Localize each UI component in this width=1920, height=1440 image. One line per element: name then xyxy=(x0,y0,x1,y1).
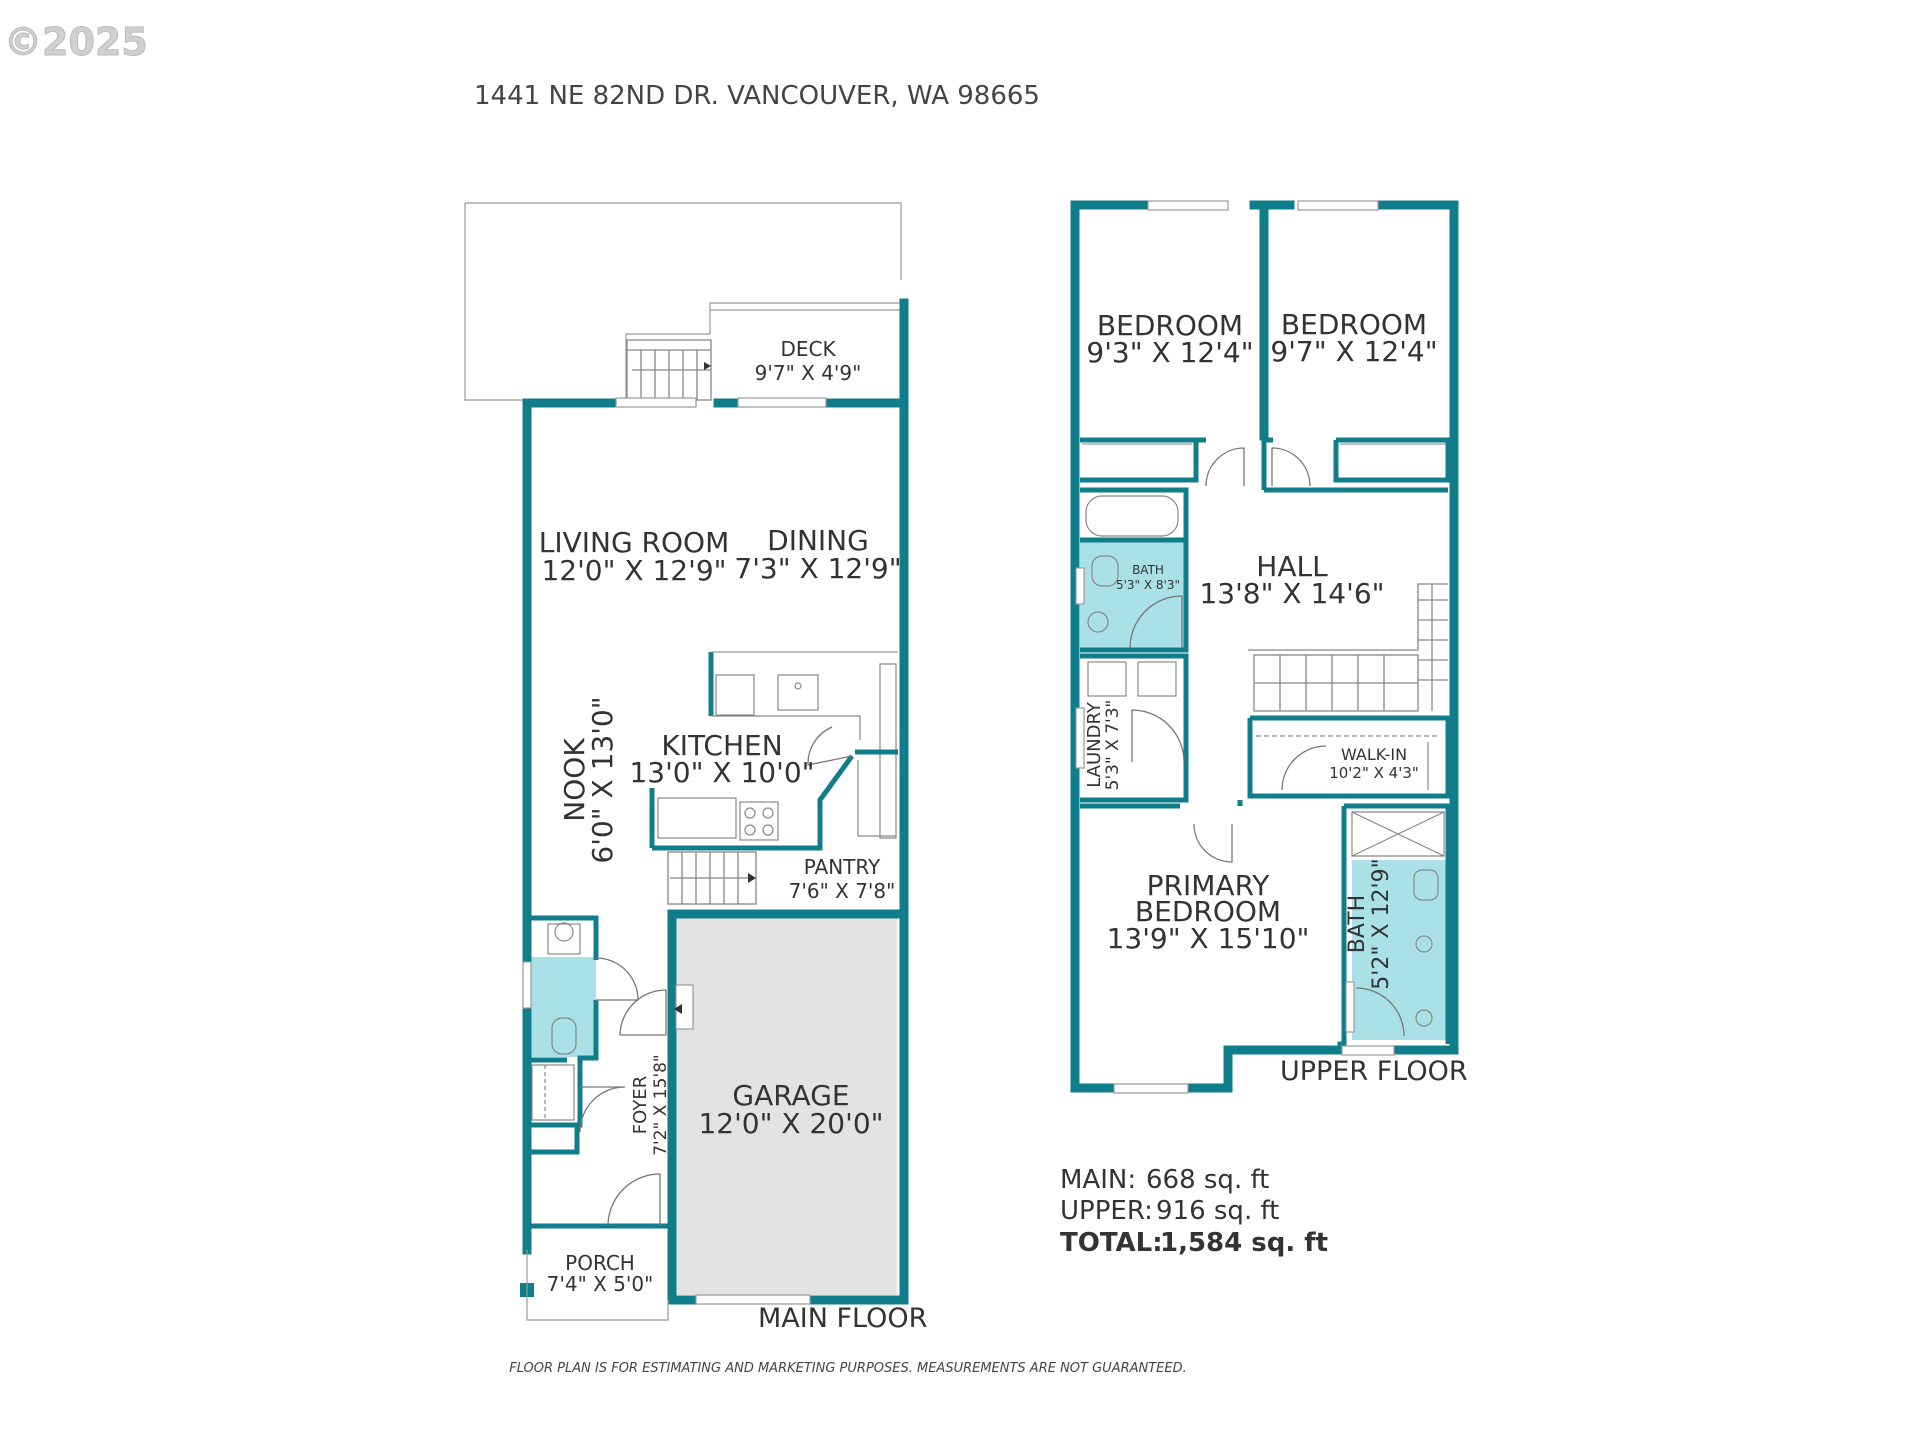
garage-label: GARAGE xyxy=(732,1079,849,1112)
bedroom-1-dimensions: 9'3" X 12'4" xyxy=(1086,336,1253,369)
dining-label: DINING xyxy=(767,524,869,557)
main-floor-label: MAIN FLOOR xyxy=(758,1303,927,1334)
foyer-dimensions: 7'2" X 15'8" xyxy=(651,1054,671,1156)
hall-bath-dimensions: 5'3" X 8'3" xyxy=(1116,578,1180,592)
upper-stairs xyxy=(1248,583,1448,712)
total-area-value: 1,584 sq. ft xyxy=(1160,1228,1328,1258)
bedroom-2-dimensions: 9'7" X 12'4" xyxy=(1270,335,1437,368)
nook-dimensions: 6'0" X 13'0" xyxy=(586,696,619,863)
copyright-watermark: ©2025 xyxy=(4,20,148,64)
bedroom-2-label: BEDROOM xyxy=(1281,308,1427,341)
dining-dimensions: 7'3" X 12'9" xyxy=(734,552,901,585)
main-floor xyxy=(464,202,909,1321)
pantry-label: PANTRY xyxy=(804,855,881,879)
main-area-value: 668 sq. ft xyxy=(1146,1165,1269,1195)
upper-floor xyxy=(1070,200,1459,1094)
walk-in-dimensions: 10'2" X 4'3" xyxy=(1329,764,1419,782)
deck-label: DECK xyxy=(780,337,836,361)
porch-dimensions: 7'4" X 5'0" xyxy=(547,1272,654,1296)
hall-dimensions: 13'8" X 14'6" xyxy=(1199,577,1384,610)
primary-bedroom-label-2: BEDROOM xyxy=(1135,895,1281,928)
primary-bedroom-dimensions: 13'9" X 15'10" xyxy=(1107,922,1310,955)
total-area-label: TOTAL: xyxy=(1060,1228,1163,1258)
primary-bath-dimensions: 5'2" X 12'9" xyxy=(1369,858,1394,989)
kitchen-dimensions: 13'0" X 10'0" xyxy=(629,756,814,789)
walk-in-label: WALK-IN xyxy=(1341,745,1407,764)
garage-floor xyxy=(676,917,897,1295)
deck-stairs xyxy=(626,339,712,401)
living-room-dimensions: 12'0" X 12'9" xyxy=(541,554,726,587)
upper-area-label: UPPER: xyxy=(1060,1196,1153,1226)
laundry-label: LAUNDRY xyxy=(1084,701,1105,788)
disclaimer: FLOOR PLAN IS FOR ESTIMATING AND MARKETI… xyxy=(509,1361,1187,1376)
main-powder-bath xyxy=(531,957,596,1057)
kitchen-counters xyxy=(649,651,898,851)
foyer-label: FOYER xyxy=(630,1076,651,1134)
upper-area-value: 916 sq. ft xyxy=(1156,1196,1279,1226)
nook-label: NOOK xyxy=(558,738,591,822)
kitchen-label: KITCHEN xyxy=(661,729,782,762)
hall-label: HALL xyxy=(1256,550,1328,583)
upper-floor-label: UPPER FLOOR xyxy=(1280,1056,1468,1087)
porch-label: PORCH xyxy=(565,1251,635,1275)
address-title: 1441 NE 82ND DR. VANCOUVER, WA 98665 xyxy=(474,81,1040,111)
laundry-dimensions: 5'3" X 7'3" xyxy=(1103,700,1123,791)
pantry-dimensions: 7'6" X 7'8" xyxy=(789,879,896,903)
primary-bedroom-label-1: PRIMARY xyxy=(1147,869,1271,902)
garage-dimensions: 12'0" X 20'0" xyxy=(698,1107,883,1140)
primary-bath xyxy=(1352,860,1448,1040)
living-room-label: LIVING ROOM xyxy=(539,526,730,559)
bedroom-1-label: BEDROOM xyxy=(1097,309,1243,342)
area-summary: MAIN: 668 sq. ft UPPER: 916 sq. ft TOTAL… xyxy=(1060,1165,1328,1258)
hall-bath-label: BATH xyxy=(1132,563,1164,577)
deck-dimensions: 9'7" X 4'9" xyxy=(755,361,862,385)
main-stairs xyxy=(667,851,757,905)
main-area-label: MAIN: xyxy=(1060,1165,1136,1195)
primary-bath-label: BATH xyxy=(1345,895,1370,953)
